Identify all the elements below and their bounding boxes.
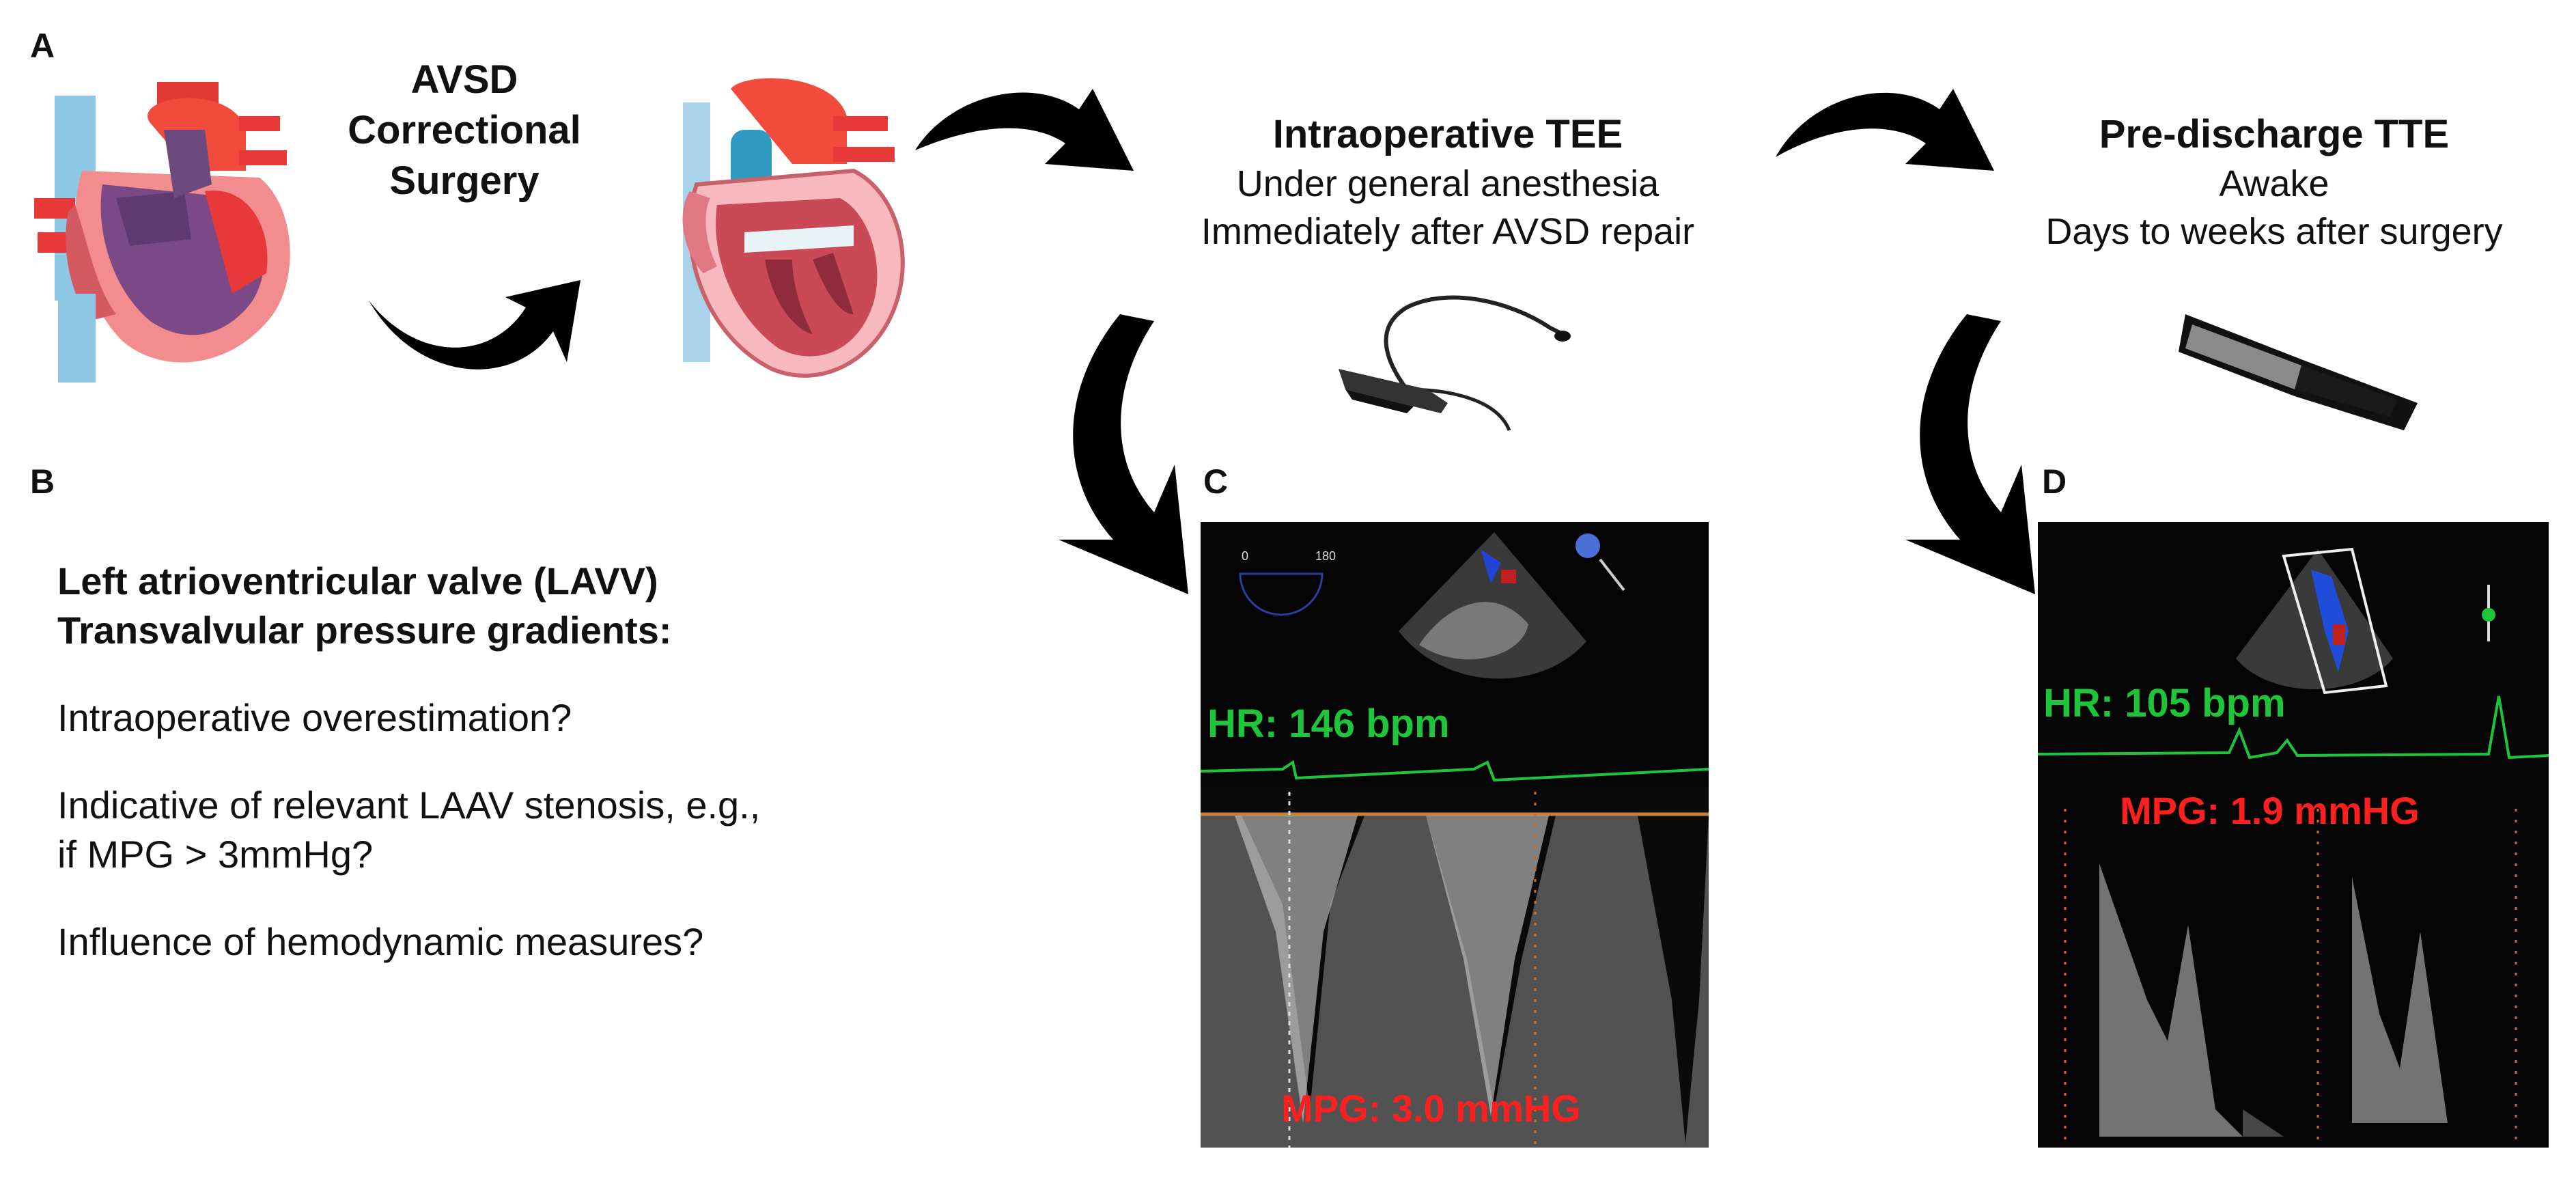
tee-probe-icon [1339,295,1571,431]
panel-label-c: C [1203,462,1229,501]
echo-d-image [2038,547,2549,1148]
question-2-line1: Indicative of relevant LAAV stenosis, e.… [57,783,761,827]
echo-d-mpg: MPG: 1.9 mmHG [2120,789,2420,832]
tee-text-block: Intraoperative TEE Under general anesthe… [1100,109,1796,255]
echo-c-image [1201,532,1709,1148]
questions-block: Left atrioventricular valve (LAVV) Trans… [57,557,1041,967]
tte-text-block: Pre-discharge TTE Awake Days to weeks af… [1980,109,2568,255]
tee-title: Intraoperative TEE [1272,112,1623,156]
surgery-label: AVSD Correctional Surgery [294,55,635,206]
arrow-to-tee-icon [915,89,1134,171]
arrow-down-d-icon [1905,314,2035,594]
surgery-label-line3: Surgery [389,158,540,203]
tte-line2: Days to weeks after surgery [2045,211,2503,252]
echo-panel-c: 0 180 HR: 146 bpm MPG: 3.0 mmHG [1201,522,1709,1148]
panel-label-d: D [2042,462,2067,501]
tee-line2: Immediately after AVSD repair [1201,211,1695,252]
tte-line1: Awake [2219,163,2329,204]
heart-after-icon [682,78,905,378]
questions-heading-line1: Left atrioventricular valve (LAVV) [57,559,658,602]
arrow-to-tte-icon [1776,89,1994,171]
question-1: Intraoperative overestimation? [57,696,572,739]
tte-probe-icon [2179,314,2418,430]
questions-heading-line2: Transvalvular pressure gradients: [57,609,672,652]
echo-d-hr: HR: 105 bpm [2043,681,2286,725]
arrow-down-c-icon [1059,314,1188,594]
heart-before-icon [34,82,290,383]
question-2-line2: if MPG > 3mmHg? [57,833,374,876]
surgery-label-line1: AVSD [410,57,518,102]
echo-c-mpg: MPG: 3.0 mmHG [1281,1087,1581,1130]
question-3: Influence of hemodynamic measures? [57,920,704,963]
echo-c-angle-max: 180 [1315,549,1336,563]
arrow-surgery-icon [369,280,580,370]
tee-line1: Under general anesthesia [1236,163,1660,204]
panel-label-b: B [30,462,55,501]
panel-label-a: A [30,27,55,65]
surgery-label-line2: Correctional [348,108,581,152]
echo-c-angle-min: 0 [1242,549,1249,563]
tte-title: Pre-discharge TTE [2099,112,2450,156]
echo-panel-d: HR: 105 bpm MPG: 1.9 mmHG [2038,522,2549,1148]
echo-c-hr: HR: 146 bpm [1207,702,1450,746]
